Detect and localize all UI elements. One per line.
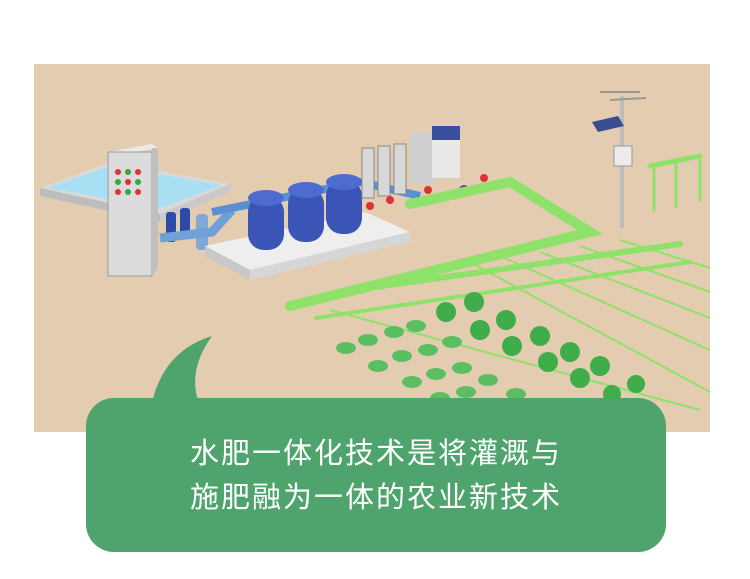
- tree-icon: [436, 292, 645, 403]
- pump-icon: [159, 206, 236, 250]
- speech-bubble-tail: [150, 336, 212, 412]
- control-cabinet-icon: [107, 144, 158, 277]
- caption-line-1: 水肥一体化技术是将灌溉与: [189, 436, 562, 470]
- fertilizer-unit: [410, 126, 460, 184]
- crop-plant-icon: [336, 320, 526, 404]
- main-green-pipes: [285, 153, 703, 320]
- caption-line-2: 施肥融为一体的农业新技术: [189, 480, 562, 514]
- cartridge-filters: [361, 143, 407, 199]
- caption-bubble: 水肥一体化技术是将灌溉与 施肥融为一体的农业新技术: [86, 398, 666, 552]
- weather-station-icon: [592, 91, 647, 228]
- drip-laterals: [329, 239, 711, 411]
- filter-tank-icon: [248, 174, 362, 250]
